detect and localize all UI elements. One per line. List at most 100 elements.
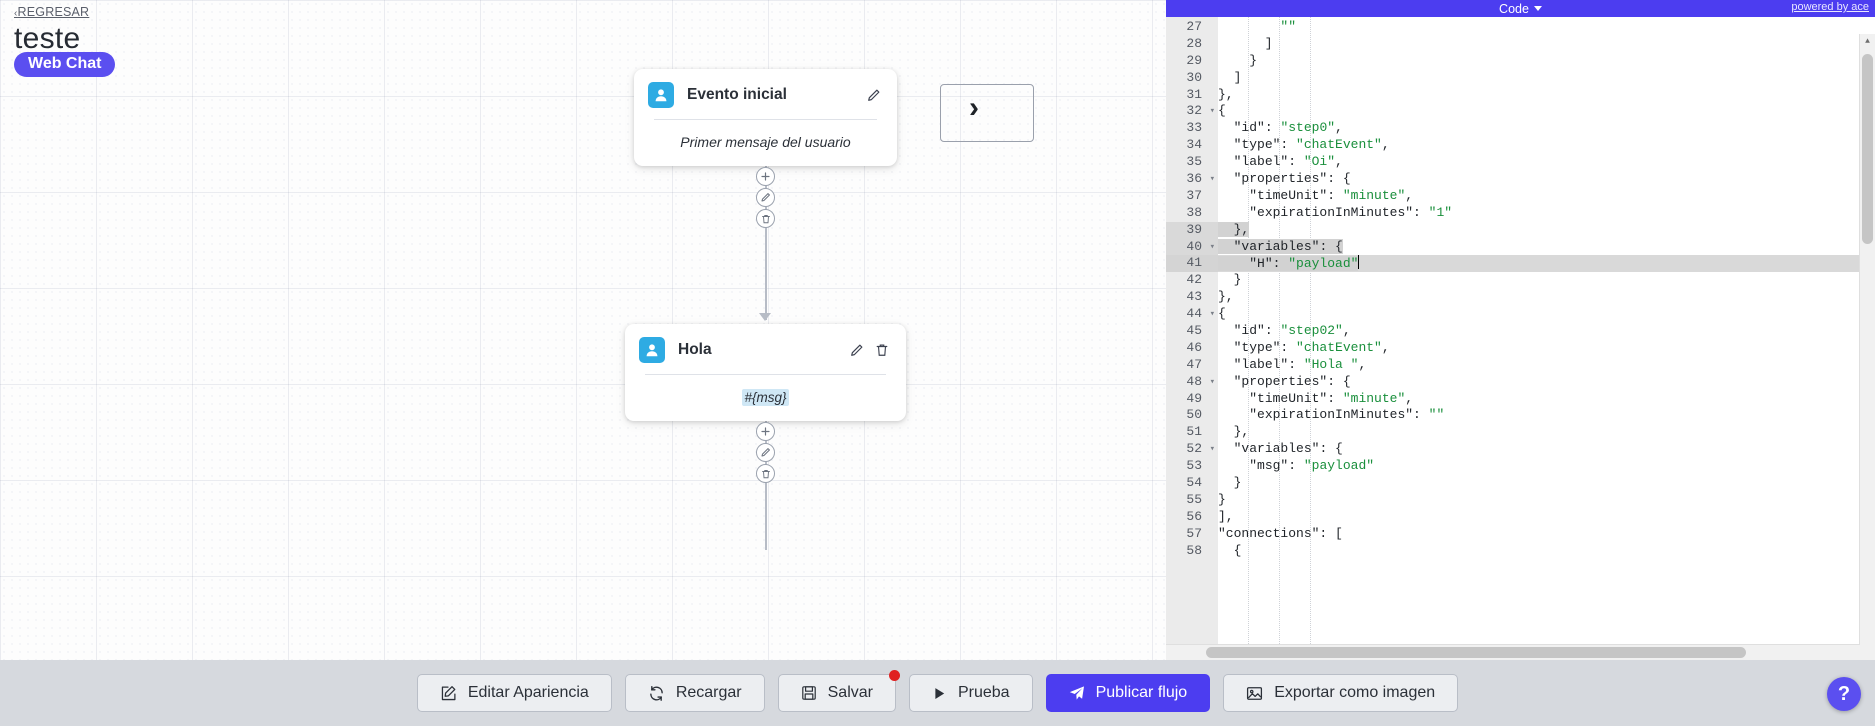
code-line: "id": "step0",: [1233, 120, 1343, 136]
test-button[interactable]: Prueba: [908, 674, 1033, 712]
code-line: "id": "step02",: [1233, 323, 1351, 339]
code-line: }: [1218, 475, 1242, 491]
code-title-dropdown[interactable]: Code: [1499, 2, 1542, 16]
node-body-text: Primer mensaje del usuario: [680, 134, 851, 150]
code-fold-toggle-icon[interactable]: ▾: [1209, 444, 1215, 455]
code-panel-title: Code: [1499, 1, 1529, 16]
code-vertical-scrollbar[interactable]: ▲ ▼: [1859, 34, 1875, 660]
unsaved-changes-indicator: [888, 670, 900, 681]
code-line: ]: [1218, 69, 1242, 85]
code-fold-toggle-icon[interactable]: ▾: [1209, 241, 1215, 252]
line-number: 43: [1186, 289, 1202, 305]
button-label: Exportar como imagen: [1274, 684, 1436, 701]
code-line: }: [1218, 272, 1242, 288]
button-label: Salvar: [827, 684, 873, 701]
code-panel-header: Code powered by ace: [1166, 0, 1875, 17]
back-link[interactable]: ‹REGRESAR: [14, 5, 89, 19]
line-number: 39: [1166, 221, 1218, 239]
button-label: Recargar: [675, 684, 742, 701]
code-line: "H": "payload": [1218, 255, 1875, 273]
save-button[interactable]: Salvar: [777, 670, 900, 712]
reload-button[interactable]: Recargar: [624, 674, 765, 712]
edit-step-button[interactable]: [756, 443, 775, 462]
line-number: 50: [1186, 407, 1202, 423]
user-avatar-icon: [648, 82, 674, 108]
button-label: Editar Apariencia: [467, 684, 589, 701]
powered-by-link[interactable]: powered by ace: [1791, 1, 1869, 13]
channel-badge: Web Chat: [14, 52, 116, 77]
play-icon: [932, 686, 947, 701]
node-title: Evento inicial: [687, 86, 787, 103]
code-line: "variables": {: [1218, 238, 1875, 256]
text-cursor: [1358, 255, 1360, 270]
node-body: #{msg}: [625, 375, 906, 421]
delete-step-button[interactable]: [756, 464, 775, 483]
line-number: 38: [1186, 204, 1202, 220]
line-number: 34: [1186, 137, 1202, 153]
code-line: }: [1218, 52, 1258, 68]
pencil-square-icon: [440, 685, 457, 702]
code-text-area[interactable]: "" ] } ]},{ "id": "step0", "type": "chat…: [1218, 17, 1875, 660]
edit-step-button[interactable]: [756, 188, 775, 207]
node-header: Hola: [625, 324, 906, 374]
node-delete-icon[interactable]: [872, 340, 892, 360]
floppy-disk-icon: [801, 685, 817, 701]
delete-step-button[interactable]: [756, 209, 775, 228]
code-line: ],: [1218, 508, 1234, 524]
node-edit-icon[interactable]: [846, 340, 866, 360]
vertical-scroll-thumb[interactable]: [1862, 54, 1873, 244]
code-line: "variables": {: [1233, 441, 1343, 457]
line-number: 41: [1166, 255, 1218, 273]
code-horizontal-scrollbar[interactable]: [1166, 644, 1860, 660]
add-step-button[interactable]: [756, 422, 775, 441]
line-number: 27: [1186, 19, 1202, 34]
user-avatar-icon: [639, 337, 665, 363]
flow-node-evento-inicial[interactable]: Evento inicial Primer mensaje del usuari…: [634, 69, 897, 166]
code-line: ]: [1218, 35, 1273, 51]
scroll-up-arrow-icon[interactable]: ▲: [1865, 37, 1870, 46]
code-fold-toggle-icon[interactable]: ▾: [1209, 174, 1215, 185]
flow-canvas[interactable]: ‹REGRESAR teste Web Chat Evento inicial …: [0, 0, 1166, 660]
line-number: 53: [1186, 458, 1202, 474]
help-question-icon: ?: [1837, 682, 1851, 705]
code-line: "timeUnit": "minute",: [1249, 187, 1414, 203]
line-number: 37: [1186, 187, 1202, 203]
line-number: 40▾: [1166, 238, 1218, 256]
add-step-button[interactable]: [756, 167, 775, 186]
horizontal-scroll-thumb[interactable]: [1206, 647, 1746, 658]
code-line: "connections": [: [1218, 525, 1343, 541]
code-fold-toggle-icon[interactable]: ▾: [1209, 376, 1215, 387]
export-image-button[interactable]: Exportar como imagen: [1223, 674, 1459, 712]
line-number: 57: [1186, 525, 1202, 541]
line-number: 36▾: [1186, 171, 1215, 187]
code-fold-toggle-icon[interactable]: ▾: [1209, 106, 1215, 117]
line-number: 48▾: [1186, 373, 1215, 389]
code-line: "type": "chatEvent",: [1233, 339, 1390, 355]
flow-node-hola[interactable]: Hola #{msg}: [625, 324, 906, 421]
code-line: {: [1218, 103, 1226, 119]
help-button[interactable]: ?: [1827, 677, 1861, 711]
image-icon: [1246, 685, 1263, 702]
node-divider: [654, 119, 877, 120]
edit-appearance-button[interactable]: Editar Apariencia: [416, 674, 612, 712]
edge-arrow-1: [759, 313, 771, 321]
page-title: teste: [14, 22, 81, 55]
button-label: Publicar flujo: [1095, 684, 1188, 701]
line-number: 55: [1186, 491, 1202, 507]
line-number: 44▾: [1186, 306, 1215, 322]
indent-guide: [1279, 17, 1281, 660]
button-label: Prueba: [957, 684, 1010, 701]
code-line: "expirationInMinutes": "1": [1249, 204, 1453, 220]
node-divider: [645, 374, 886, 375]
node-edit-icon[interactable]: [863, 85, 883, 105]
line-number: 29: [1186, 52, 1202, 68]
code-fold-toggle-icon[interactable]: ▾: [1209, 309, 1215, 320]
code-line: "": [1280, 19, 1297, 34]
publish-flow-button[interactable]: Publicar flujo: [1045, 674, 1211, 712]
line-number: 42: [1186, 272, 1202, 288]
code-line: "properties": {: [1233, 171, 1351, 187]
edge-connector-1: [765, 165, 767, 320]
